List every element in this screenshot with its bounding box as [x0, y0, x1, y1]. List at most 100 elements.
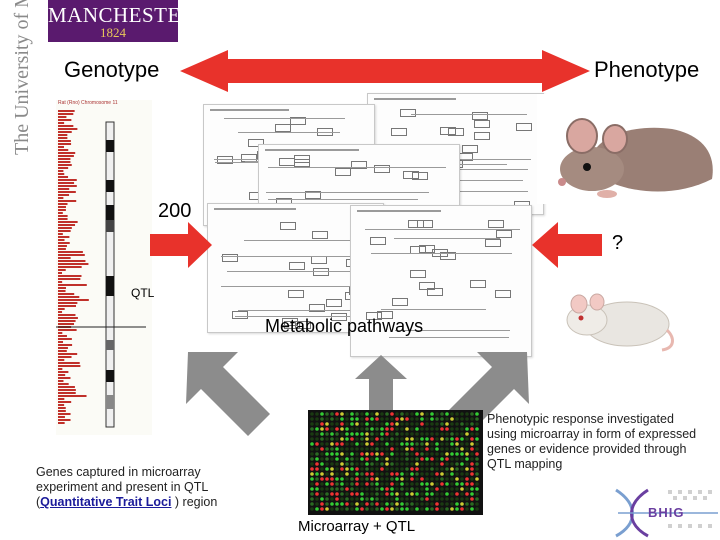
microarray-spot	[380, 507, 384, 511]
microarray-spot	[370, 462, 374, 466]
qtl-bar	[58, 113, 73, 115]
microarray-spot	[340, 422, 344, 426]
microarray-spot	[415, 467, 419, 471]
microarray-spot	[310, 447, 314, 451]
pathway-node	[351, 161, 367, 169]
microarray-image	[308, 410, 483, 515]
pathway-node	[326, 299, 342, 307]
pathway-edge	[238, 132, 340, 133]
right-red-arrow	[532, 222, 602, 268]
microarray-spot	[325, 497, 329, 501]
microarray-spot	[345, 492, 349, 496]
pathway-node	[280, 222, 296, 230]
microarray-spot	[470, 432, 474, 436]
microarray-spot	[435, 437, 439, 441]
microarray-spot	[365, 422, 369, 426]
microarray-spot	[450, 437, 454, 441]
microarray-spot	[460, 477, 464, 481]
microarray-spot	[345, 432, 349, 436]
microarray-spot	[320, 422, 324, 426]
microarray-spot	[440, 482, 444, 486]
pathway-edge	[411, 114, 527, 115]
pathway-edge	[238, 310, 361, 311]
microarray-spot	[425, 447, 429, 451]
microarray-spot	[470, 502, 474, 506]
microarray-spot	[390, 497, 394, 501]
qtl-bar	[58, 305, 76, 307]
microarray-spot	[420, 497, 424, 501]
qtl-link[interactable]: Quantitative Trait Loci	[40, 495, 171, 509]
left-caption: Genes captured in microarray experiment …	[36, 465, 261, 510]
microarray-spot	[335, 417, 339, 421]
microarray-spot	[375, 507, 379, 511]
pathway-title-line	[214, 208, 296, 210]
microarray-spot	[335, 487, 339, 491]
microarray-spot	[470, 452, 474, 456]
microarray-spot	[395, 427, 399, 431]
microarray-spot	[465, 452, 469, 456]
microarray-spot	[390, 472, 394, 476]
microarray-spot	[385, 447, 389, 451]
microarray-spot	[440, 422, 444, 426]
microarray-spot	[465, 507, 469, 511]
microarray-spot	[475, 457, 479, 461]
microarray-spot	[370, 447, 374, 451]
microarray-spot	[310, 507, 314, 511]
microarray-spot	[390, 412, 394, 416]
microarray-spot	[445, 472, 449, 476]
microarray-spot	[345, 457, 349, 461]
qtl-bar	[58, 290, 66, 292]
microarray-spot	[455, 492, 459, 496]
microarray-spot	[365, 452, 369, 456]
microarray-spot	[385, 487, 389, 491]
microarray-spot	[320, 482, 324, 486]
microarray-spot	[405, 427, 409, 431]
microarray-spot	[345, 502, 349, 506]
microarray-spot	[335, 502, 339, 506]
microarray-spot	[365, 507, 369, 511]
microarray-spot	[320, 492, 324, 496]
genotype-phenotype-arrow	[180, 50, 590, 92]
qtl-bar	[58, 308, 65, 310]
microarray-spot	[315, 447, 319, 451]
microarray-spot	[465, 437, 469, 441]
microarray-spot	[350, 422, 354, 426]
microarray-spot	[445, 467, 449, 471]
microarray-spot	[435, 432, 439, 436]
microarray-spot	[425, 442, 429, 446]
microarray-spot	[340, 477, 344, 481]
microarray-spot	[415, 442, 419, 446]
microarray-spot	[445, 482, 449, 486]
microarray-spot	[450, 432, 454, 436]
microarray-spot	[400, 497, 404, 501]
microarray-spot	[410, 447, 414, 451]
microarray-spot	[455, 412, 459, 416]
qtl-bar	[58, 182, 74, 184]
microarray-spot	[395, 447, 399, 451]
microarray-spot	[415, 497, 419, 501]
microarray-spot	[380, 457, 384, 461]
microarray-spot	[315, 432, 319, 436]
microarray-spot	[385, 472, 389, 476]
microarray-spot	[375, 422, 379, 426]
microarray-spot	[455, 472, 459, 476]
microarray-spot	[330, 462, 334, 466]
microarray-spot	[440, 417, 444, 421]
microarray-spot	[355, 457, 359, 461]
microarray-spot	[375, 432, 379, 436]
microarray-spot	[425, 482, 429, 486]
logo-name: MANCHESTER	[48, 0, 178, 26]
qtl-bar	[58, 281, 62, 283]
microarray-spot	[340, 487, 344, 491]
microarray-spot	[420, 432, 424, 436]
microarray-spot	[465, 427, 469, 431]
microarray-spot	[425, 422, 429, 426]
microarray-spot	[470, 462, 474, 466]
microarray-spot	[395, 452, 399, 456]
microarray-spot	[390, 417, 394, 421]
microarray-spot	[360, 497, 364, 501]
microarray-spot	[380, 477, 384, 481]
microarray-spot	[345, 482, 349, 486]
microarray-spot	[345, 507, 349, 511]
microarray-spot	[360, 447, 364, 451]
